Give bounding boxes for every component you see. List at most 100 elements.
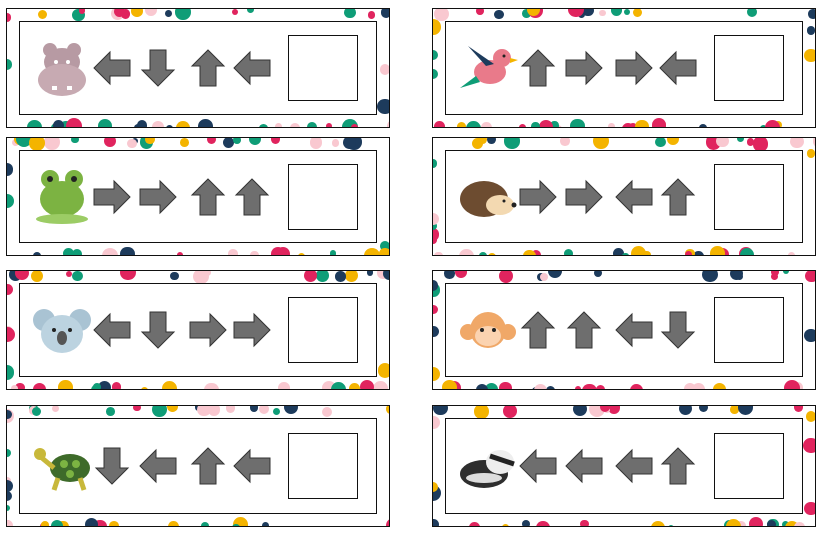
sequence-row	[19, 418, 377, 514]
answer-box[interactable]	[714, 433, 784, 499]
dot	[297, 253, 305, 255]
dot	[225, 406, 236, 413]
dot	[498, 271, 513, 283]
arrow-left-icon	[232, 48, 272, 88]
dot	[92, 382, 102, 389]
dot	[261, 522, 269, 526]
sequence-card	[6, 270, 390, 390]
dot	[623, 9, 631, 16]
dot	[127, 271, 135, 275]
dot	[666, 138, 679, 145]
arrow-left-icon	[614, 446, 654, 486]
dot	[37, 9, 48, 20]
arrow-left-icon	[518, 446, 558, 486]
answer-box[interactable]	[714, 297, 784, 363]
dot	[494, 9, 504, 20]
arrow-right-icon	[564, 177, 604, 217]
dot	[31, 271, 44, 282]
dot	[180, 138, 189, 147]
answer-box[interactable]	[714, 163, 784, 230]
dot	[303, 271, 318, 283]
dot	[232, 524, 240, 526]
dot	[175, 120, 191, 127]
dot	[326, 122, 333, 127]
dot	[771, 271, 780, 276]
dot	[805, 271, 815, 283]
dot	[379, 64, 389, 75]
arrow-up-icon	[518, 310, 558, 350]
answer-box[interactable]	[288, 297, 358, 363]
dot	[582, 9, 594, 16]
dot	[610, 9, 623, 16]
dot	[503, 406, 518, 418]
dot	[729, 271, 744, 281]
monkey-icon	[456, 298, 520, 362]
dot	[563, 248, 573, 255]
arrow-left-icon	[614, 177, 654, 217]
dot	[168, 520, 180, 526]
dot	[764, 119, 780, 127]
dot	[93, 520, 107, 526]
dot	[434, 121, 446, 127]
dot	[151, 120, 164, 127]
answer-box[interactable]	[288, 35, 358, 101]
dot	[433, 416, 440, 430]
polka-dot-border	[433, 9, 815, 127]
dot	[433, 304, 438, 314]
arrow-down-icon	[138, 48, 178, 88]
dot	[433, 50, 438, 61]
dot	[145, 9, 158, 16]
dot	[277, 381, 290, 389]
dot	[536, 521, 551, 526]
dot	[486, 138, 496, 145]
sequence-card	[432, 405, 816, 527]
dot	[14, 271, 29, 281]
dot	[227, 249, 238, 255]
dot	[132, 406, 141, 412]
dot	[165, 9, 173, 17]
dot	[170, 272, 179, 281]
dot	[736, 138, 745, 142]
dot	[804, 49, 815, 63]
dot	[465, 120, 481, 127]
dot	[59, 121, 73, 127]
polka-dot-border	[433, 271, 815, 389]
dot	[715, 138, 729, 148]
dot	[476, 9, 484, 15]
arrow-up-icon	[518, 48, 558, 88]
dot	[377, 98, 389, 115]
dot	[33, 383, 47, 389]
dot	[572, 406, 588, 417]
dot	[794, 522, 805, 526]
arrow-up-icon	[188, 48, 228, 88]
dot	[7, 504, 11, 512]
dot	[109, 521, 119, 526]
dot	[635, 119, 649, 127]
dot	[270, 247, 285, 255]
dot	[7, 520, 13, 526]
sequence-row	[19, 283, 377, 377]
answer-box[interactable]	[288, 163, 358, 230]
dot	[351, 124, 359, 127]
answer-box[interactable]	[288, 433, 358, 499]
answer-box[interactable]	[714, 35, 784, 101]
dot	[655, 138, 666, 147]
dot	[713, 383, 727, 389]
dot	[249, 138, 261, 145]
dot	[784, 380, 801, 389]
polka-dot-border	[7, 406, 389, 526]
dot	[684, 251, 693, 255]
dot	[7, 326, 15, 342]
dot	[7, 409, 12, 419]
dot	[57, 520, 69, 526]
dot	[433, 159, 438, 168]
dot	[7, 13, 12, 22]
polka-dot-border	[7, 138, 389, 255]
polka-dot-border	[7, 9, 389, 127]
dot	[145, 138, 156, 145]
dot	[378, 247, 389, 255]
dot	[433, 325, 439, 338]
dot	[806, 149, 815, 159]
dot	[730, 406, 739, 414]
dot	[550, 121, 559, 127]
